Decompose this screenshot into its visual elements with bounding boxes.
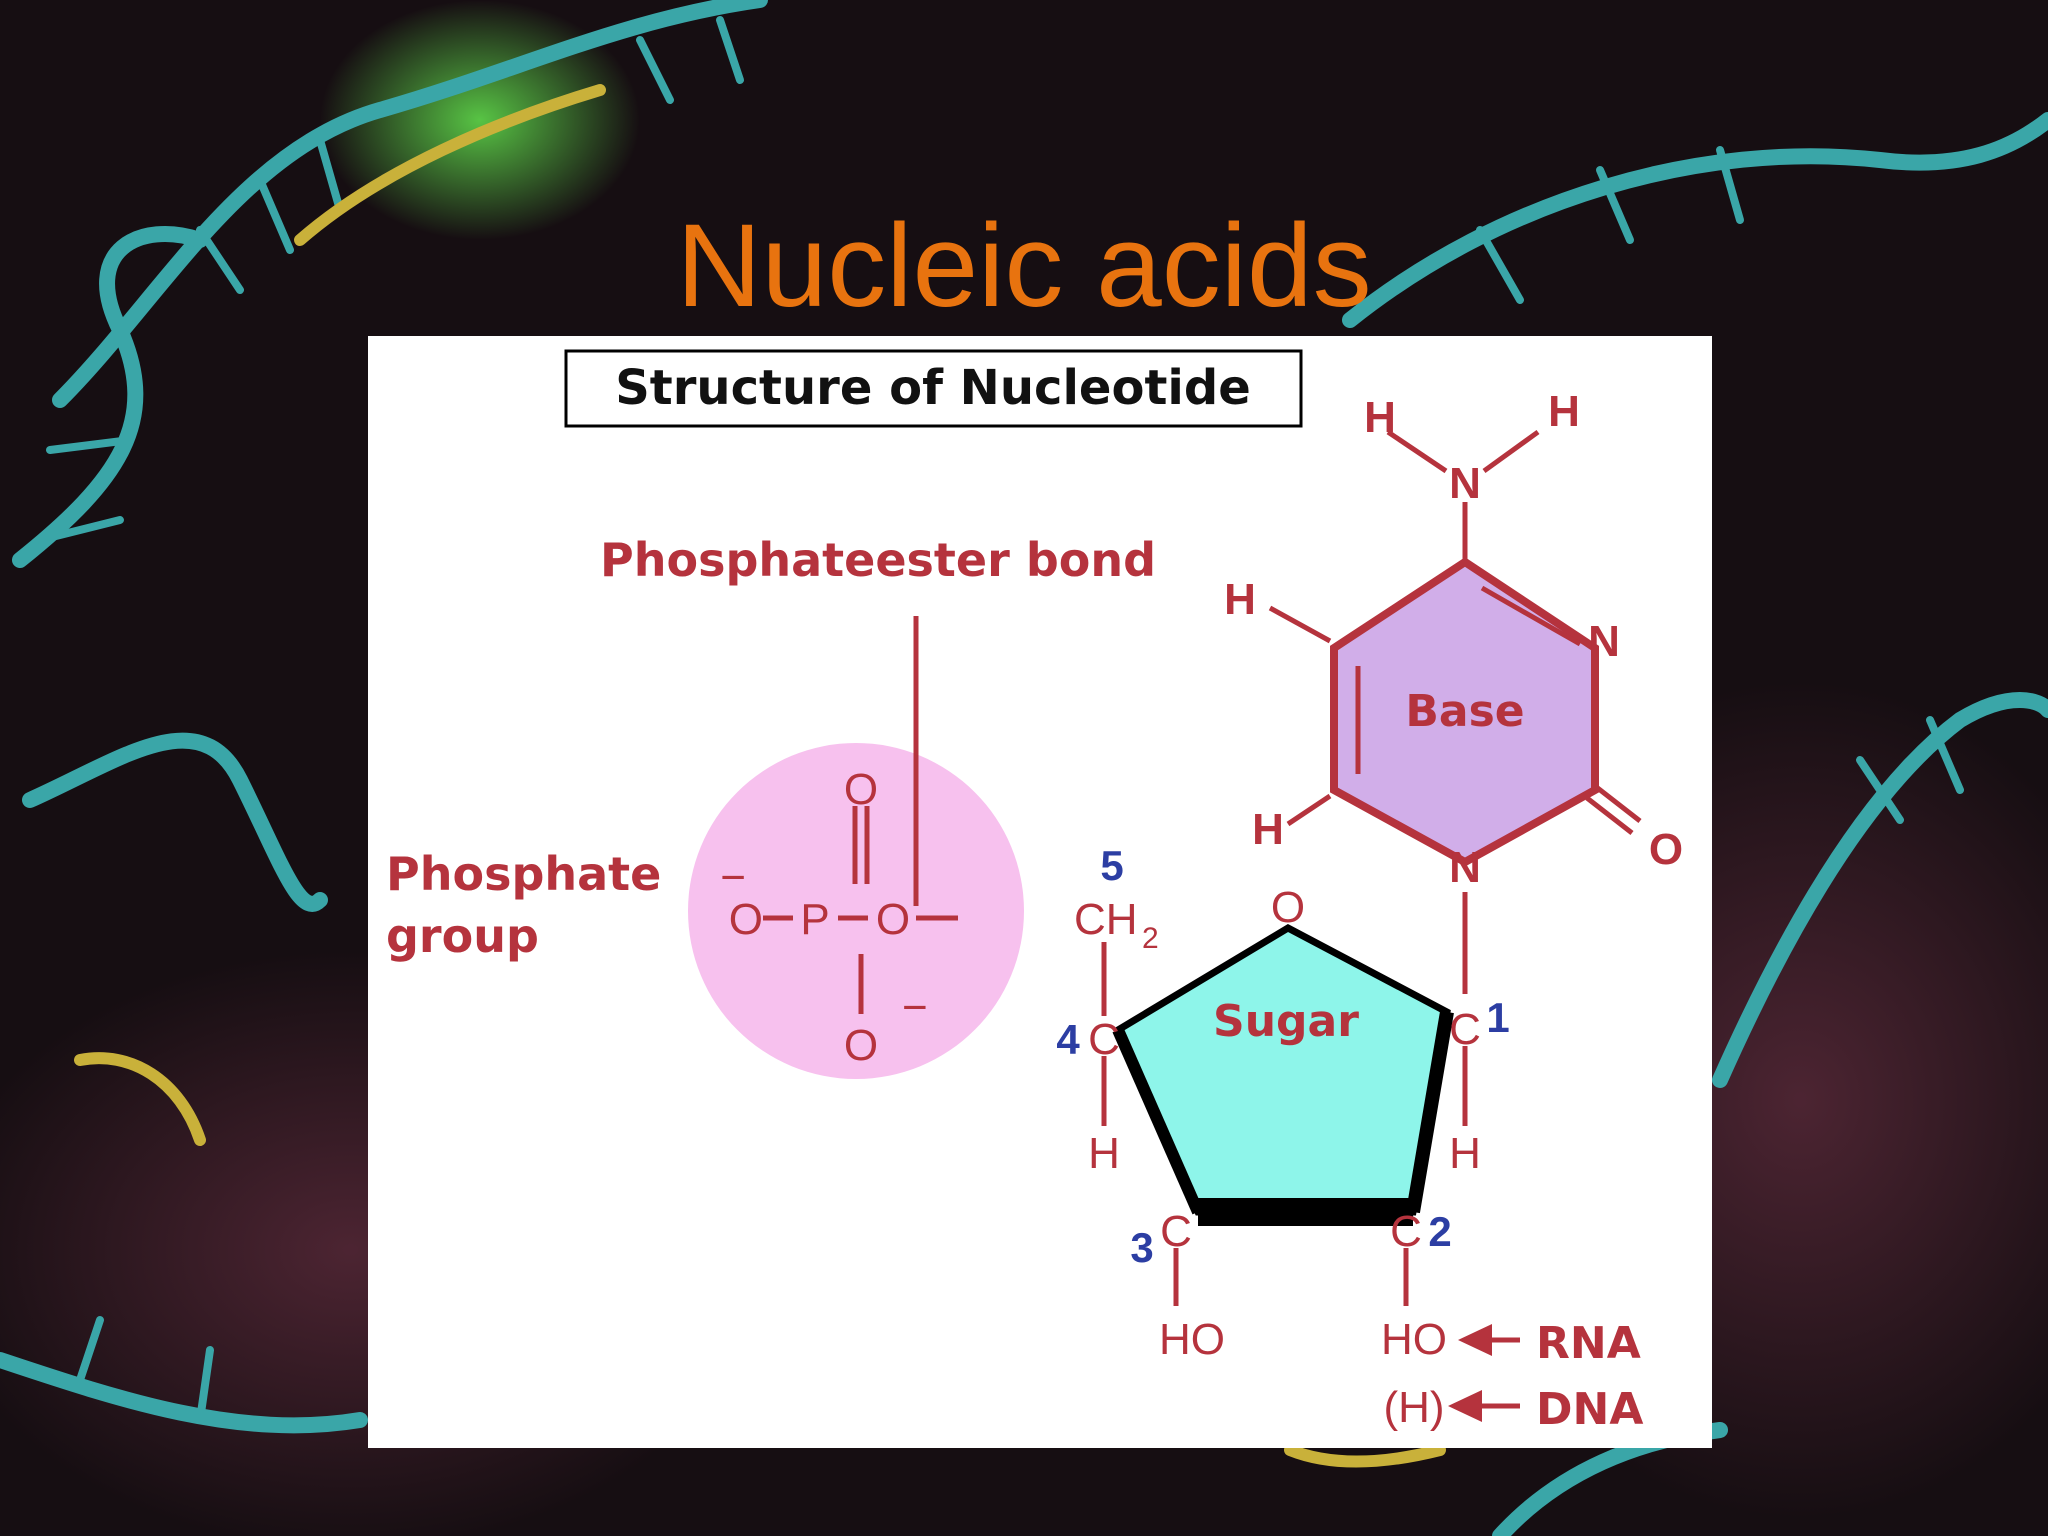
phosphate-group-label-line2: group: [386, 909, 539, 963]
nucleotide-diagram-panel: Structure of Nucleotide: [368, 336, 1712, 1448]
atom-o-bottom: O: [844, 1021, 878, 1070]
carbon-number-4: 4: [1056, 1016, 1080, 1063]
sugar-label: Sugar: [1213, 996, 1359, 1047]
bond-n-h-right: [1482, 429, 1540, 474]
bond-c-h-lower: [1286, 793, 1332, 827]
phosphate-group-label-line1: Phosphate: [386, 847, 661, 901]
phosphate-group-circle: [688, 743, 1024, 1079]
atom-h-c4: H: [1088, 1129, 1120, 1178]
atom-c2: C: [1390, 1207, 1422, 1256]
carbon-number-2: 2: [1428, 1208, 1451, 1255]
diagram-title: Structure of Nucleotide: [615, 360, 1251, 416]
atom-h-base-lower: H: [1252, 805, 1284, 854]
atom-o-ring: O: [1271, 883, 1305, 932]
atom-ch2-subscript: 2: [1142, 922, 1159, 955]
nucleotide-structure-diagram: Structure of Nucleotide: [386, 349, 1683, 1435]
diagram-title-box: [564, 349, 1303, 428]
atom-ch2: CH: [1074, 895, 1138, 944]
atom-p: P: [800, 895, 829, 944]
phosphateester-bond-label: Phosphateester bond: [600, 533, 1156, 587]
carbon-number-1: 1: [1486, 994, 1509, 1041]
atom-h-c1: H: [1449, 1129, 1481, 1178]
atom-ho-c3: HO: [1159, 1315, 1225, 1364]
atom-o-left: O: [729, 895, 763, 944]
bond-c-o-double-2: [1585, 796, 1634, 835]
atom-h-amino-right: H: [1548, 387, 1580, 436]
carbon-number-3: 3: [1130, 1224, 1153, 1271]
atom-o-right: O: [876, 895, 910, 944]
sugar-right-bond: [1406, 1010, 1454, 1214]
bond-c-o-double-1: [1593, 784, 1642, 823]
atom-o-top: O: [844, 765, 878, 814]
rna-arrow-head: [1458, 1324, 1492, 1356]
base-double-bond-top: [1480, 585, 1582, 647]
bond-n-h-left: [1386, 429, 1448, 474]
atom-ho-c2: HO: [1381, 1315, 1447, 1364]
atom-h-amino-left: H: [1364, 393, 1396, 442]
charge-minus-bottom: −: [902, 983, 928, 1032]
atom-n-ring-lower: N: [1449, 843, 1481, 892]
base-ring: [1330, 557, 1599, 867]
atom-c1: C: [1449, 1005, 1481, 1054]
atom-h-base-upper: H: [1224, 575, 1256, 624]
dna-label: DNA: [1536, 1384, 1643, 1435]
atom-c4: C: [1088, 1015, 1120, 1064]
dna-arrow-head: [1448, 1390, 1482, 1422]
atom-c3: C: [1160, 1207, 1192, 1256]
atom-o-carbonyl: O: [1649, 825, 1683, 874]
charge-minus-left: −: [720, 853, 746, 902]
sugar-left-bond: [1112, 1027, 1204, 1215]
atom-h-c2-dna: (H): [1383, 1383, 1444, 1432]
rna-label: RNA: [1536, 1318, 1641, 1369]
bond-c-h-upper: [1268, 605, 1332, 644]
atom-n-amino: N: [1449, 459, 1481, 508]
slide-title: Nucleic acids: [676, 200, 1372, 333]
atom-n-ring-upper: N: [1588, 617, 1620, 666]
carbon-number-5: 5: [1100, 842, 1123, 889]
sugar-ring: [1113, 923, 1451, 1216]
base-label: Base: [1405, 686, 1524, 737]
